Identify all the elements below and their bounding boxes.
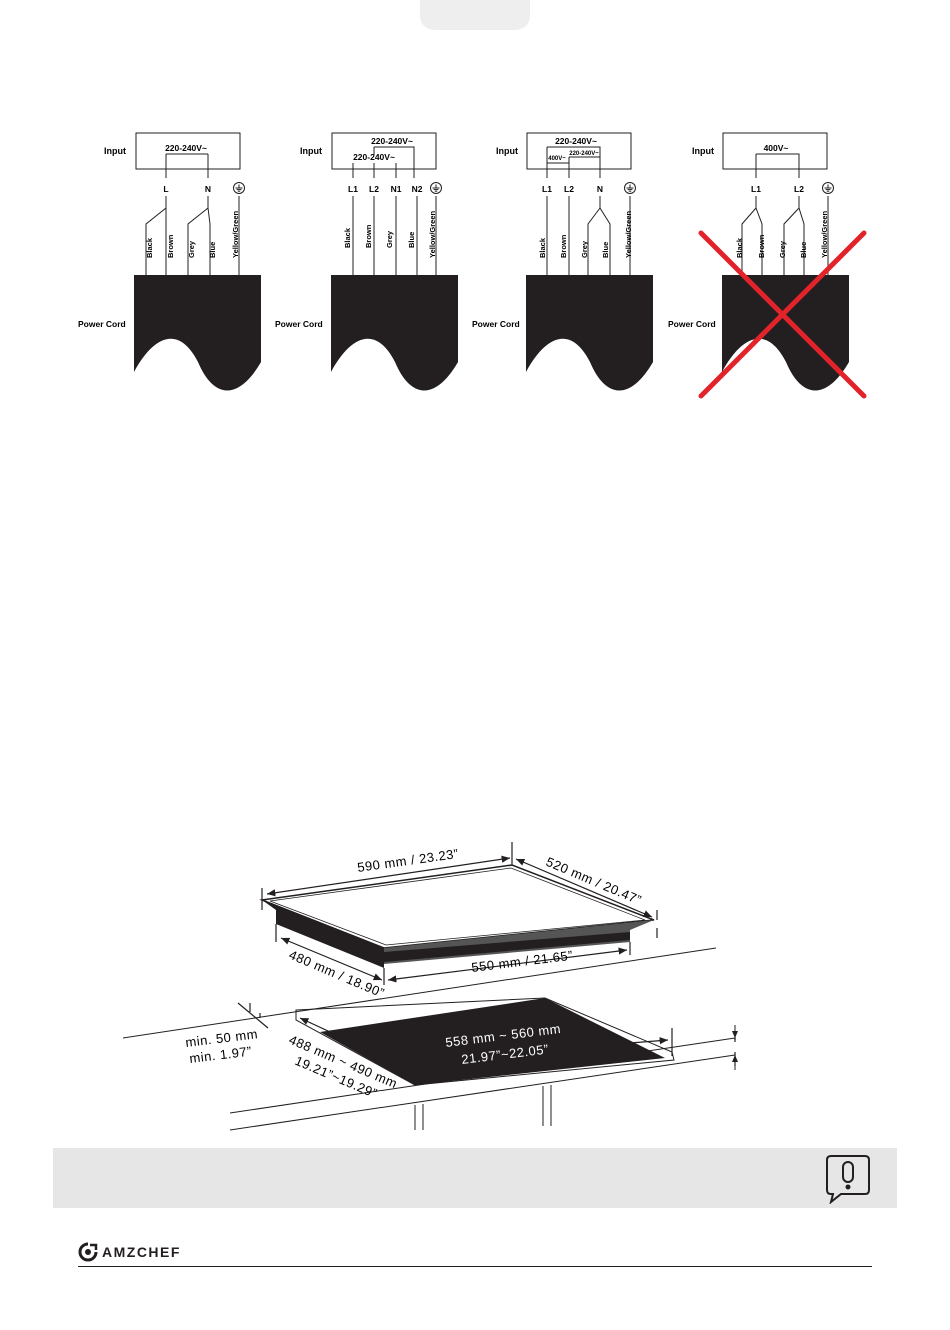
wire-yellow-green: Yellow/Green (820, 210, 829, 258)
brand-name: AMZCHEF (102, 1244, 181, 1260)
power-cord-label: Power Cord (472, 319, 520, 329)
voltage-label: 220-240V~ (165, 143, 207, 153)
wire-brown: Brown (166, 234, 175, 258)
hob-width-label: 590 mm / 23.23” (356, 846, 459, 875)
wire-blue: Blue (407, 232, 416, 248)
power-cord-label: Power Cord (668, 319, 716, 329)
terminal-L: L (163, 184, 168, 194)
prohibited-cross-icon (698, 230, 867, 399)
terminal-L2: L2 (564, 184, 574, 194)
wire-black: Black (735, 237, 744, 258)
wiring-diagram-1: Input 220-240V~ L N Black Brown Grey Blu… (78, 132, 261, 391)
amzchef-logo-icon (78, 1242, 98, 1262)
voltage-label: 220-240V~ (371, 136, 413, 146)
brand: AMZCHEF (78, 1242, 181, 1262)
wire-brown: Brown (364, 224, 373, 248)
wire-black: Black (538, 237, 547, 258)
voltage-inner-label: 220-240V~ (353, 152, 395, 162)
warning-speech-icon (826, 1155, 870, 1204)
voltage-label: 400V~ (764, 143, 789, 153)
input-box (526, 132, 632, 170)
wiring-diagram-3: Input 220-240V~ 400V~ 220-240V~ L1 L2 N … (472, 132, 653, 391)
power-cord-label: Power Cord (78, 319, 126, 329)
page-tab (420, 0, 530, 30)
wire-yellow-green: Yellow/Green (624, 210, 633, 258)
input-label: Input (300, 146, 322, 156)
power-cord (134, 275, 261, 391)
terminal-N1: N1 (391, 184, 402, 194)
wire-black: Black (343, 227, 352, 248)
terminal-L1: L1 (542, 184, 552, 194)
earth-icon (822, 182, 834, 194)
wire-grey: Grey (187, 240, 196, 258)
input-label: Input (692, 146, 714, 156)
wire-blue: Blue (601, 242, 610, 258)
input-label: Input (496, 146, 518, 156)
earth-icon (430, 182, 442, 194)
wiring-diagrams: Input 220-240V~ L N Black Brown Grey Blu… (78, 132, 867, 399)
input-label: Input (104, 146, 126, 156)
wire-brown: Brown (757, 234, 766, 258)
terminal-L2: L2 (369, 184, 379, 194)
terminal-L1: L1 (348, 184, 358, 194)
wire-grey: Grey (580, 240, 589, 258)
terminal-L1: L1 (751, 184, 761, 194)
voltage-label: 220-240V~ (555, 136, 597, 146)
terminal-N: N (205, 184, 211, 194)
wire-black: Black (145, 237, 154, 258)
terminal-N: N (597, 184, 603, 194)
dimension-lines (237, 842, 736, 1071)
input-box (722, 132, 828, 170)
wire-yellow-green: Yellow/Green (231, 210, 240, 258)
footer: AMZCHEF (78, 1238, 872, 1267)
wire-blue: Blue (799, 242, 808, 258)
power-cord (526, 275, 653, 391)
terminal-N2: N2 (412, 184, 423, 194)
wire-blue: Blue (208, 242, 217, 258)
wire-grey: Grey (385, 230, 394, 248)
wiring-diagram-4: Input 400V~ L1 L2 Black Brown Grey Blue … (668, 132, 867, 399)
installation-diagram: 590 mm / 23.23” 520 mm / 20.47” 480 mm /… (122, 842, 738, 1131)
wire-yellow-green: Yellow/Green (428, 210, 437, 258)
wire-brown: Brown (559, 234, 568, 258)
voltage-inner-label: 400V~ (548, 156, 566, 162)
power-cord (331, 275, 458, 391)
voltage-inner2-label: 220-240V~ (569, 151, 599, 157)
power-cord-label: Power Cord (275, 319, 323, 329)
power-cord (722, 275, 849, 391)
input-box (135, 132, 241, 170)
earth-icon (624, 182, 636, 194)
wire-grey: Grey (778, 240, 787, 258)
note-bar (53, 1148, 897, 1208)
earth-icon (233, 182, 245, 194)
input-box (331, 132, 437, 170)
wiring-diagram-2: Input 220-240V~ 220-240V~ L1 L2 N1 N2 Bl… (275, 132, 458, 391)
terminal-L2: L2 (794, 184, 804, 194)
